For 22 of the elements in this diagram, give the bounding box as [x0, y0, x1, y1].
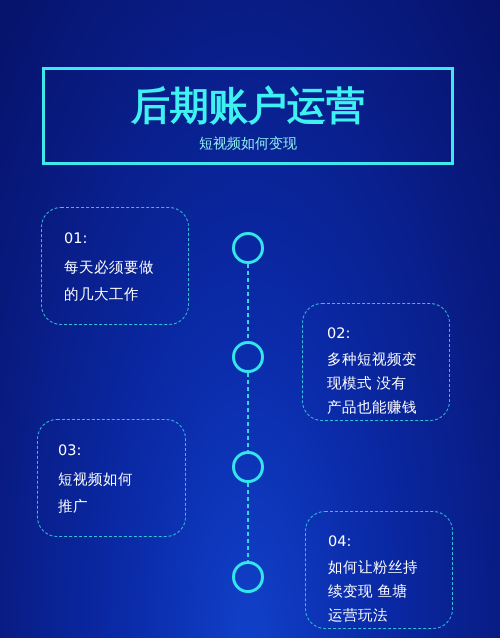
step-card — [37, 419, 186, 537]
step-number: 01: — [64, 230, 88, 249]
step-description: 短视频如何推广 — [58, 471, 134, 517]
step-number: 04: — [328, 533, 352, 552]
circle-marker — [232, 561, 264, 593]
step-description: 每天必须要做的几大工作 — [64, 259, 155, 305]
title: 后期账户运营 — [131, 83, 365, 131]
circle-marker — [232, 232, 264, 264]
circle-marker — [232, 451, 264, 483]
step-description: 多种短视频变现模式 没有产品也能赚钱 — [327, 350, 418, 418]
subtitle: 短视频如何变现 — [199, 135, 297, 153]
title-box — [42, 67, 454, 165]
step-card — [302, 303, 450, 421]
connector-line — [247, 483, 249, 561]
step-description: 如何让粉丝持续变现 鱼塘运营玩法 — [328, 559, 419, 626]
connector-line — [247, 264, 249, 341]
step-card — [41, 207, 189, 325]
step-number: 02: — [327, 325, 352, 344]
connector-line — [247, 373, 249, 451]
step-number: 03: — [58, 442, 82, 461]
step-card — [305, 511, 453, 629]
circle-marker — [232, 341, 264, 373]
